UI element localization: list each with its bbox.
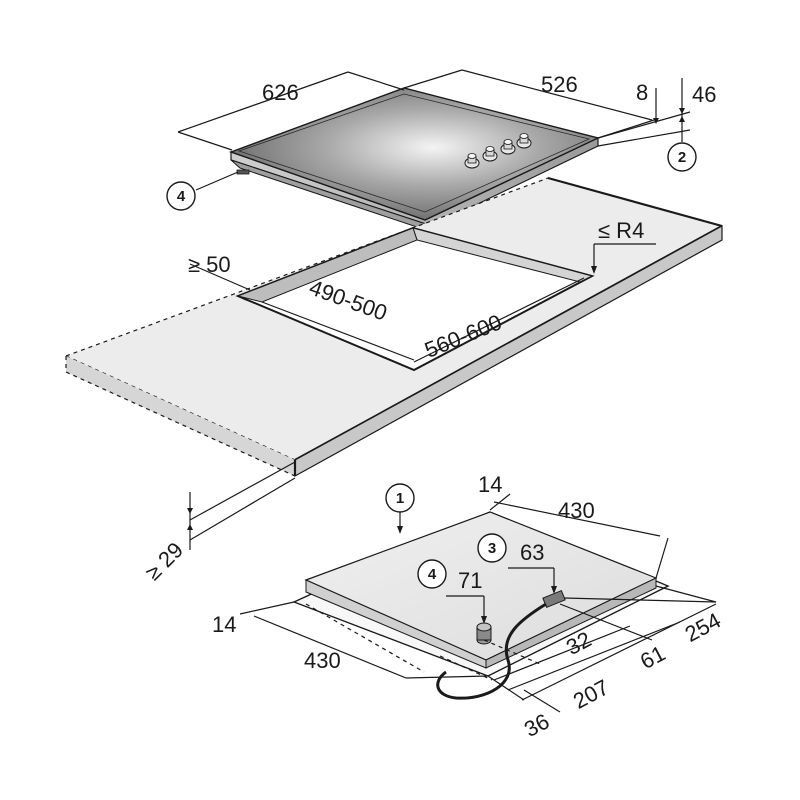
callout-2: 2 [667,130,697,172]
gas-x-label: 71 [458,568,482,593]
power-cable [436,602,547,700]
dim-36-label: 36 [520,708,553,742]
hob-appliance [228,87,601,233]
underside-left-offset-label: 14 [212,612,236,637]
callout-4-bottom-number: 4 [428,566,437,583]
knob-4 [516,133,532,149]
worktop-side-edge [66,356,295,476]
knob-2 [482,146,498,162]
hob-underside [292,511,670,700]
knob-1 [464,153,480,169]
underside-top-width-label: 430 [558,498,595,523]
callout-4-bottom: 4 [417,559,447,589]
control-knobs [464,133,532,169]
frame-height-label: 8 [636,80,648,105]
connector-x-label: 63 [520,540,544,565]
cutout-wall-left [236,227,418,303]
hob-rim [237,93,591,213]
electrical-connector [542,589,566,609]
worktop: ≤ R4 ≥ 50 490-500 560-600 ≥ 29 [65,176,723,585]
callout-4-top: 4 [166,171,239,211]
total-height-label: 46 [692,82,716,107]
dim-207-label: 207 [569,674,613,713]
worktop-min-thickness-label: ≥ 29 [140,537,188,585]
callout-3: 3 [477,533,507,563]
underside-body-front [485,577,657,669]
dim-61-label: 61 [636,640,669,674]
cutout-min-distance-label: ≥ 50 [188,252,231,277]
underside-top-offset-label: 14 [478,472,502,497]
cutout-radius-label: ≤ R4 [598,218,644,243]
underside-left-width-label: 430 [304,648,341,673]
dim-254-label: 254 [681,608,725,647]
hob-dimensions: 626 526 8 46 [177,69,716,151]
gas-inlet [476,622,492,645]
knob-3 [500,139,516,155]
gas-inlet-stub [236,169,250,175]
callout-1: 1 [385,483,415,534]
callout-1-number: 1 [396,490,404,507]
hob-depth-label: 526 [541,72,578,97]
callout-3-number: 3 [488,540,496,557]
hob-width-label: 626 [262,80,299,105]
callout-4-top-number: 4 [177,188,186,205]
callout-2-number: 2 [678,149,686,166]
